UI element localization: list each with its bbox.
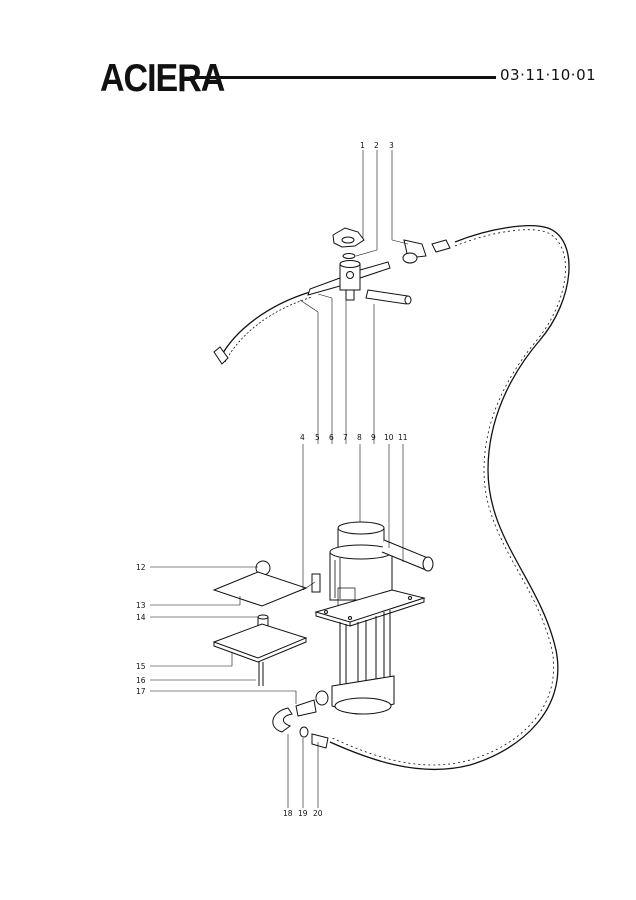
callout-16: 16 <box>136 676 146 685</box>
callout-10: 10 <box>384 433 394 442</box>
callout-19: 19 <box>298 809 308 818</box>
callout-9: 9 <box>371 433 376 442</box>
callout-11: 11 <box>398 433 408 442</box>
lower-fittings <box>272 699 329 749</box>
leader-lines <box>150 150 409 808</box>
nozzle-hose <box>213 291 313 365</box>
callout-6: 6 <box>329 433 334 442</box>
callout-15: 15 <box>136 662 146 671</box>
callout-13: 13 <box>136 601 146 610</box>
callout-1: 1 <box>360 141 365 150</box>
filter-plate-assembly <box>212 560 321 686</box>
callout-2: 2 <box>374 141 379 150</box>
return-hose <box>329 225 570 771</box>
callout-8: 8 <box>357 433 362 442</box>
header-rule <box>190 76 496 79</box>
callout-14: 14 <box>136 613 146 622</box>
callout-7: 7 <box>343 433 348 442</box>
valve-assembly <box>307 227 451 305</box>
pump-assembly <box>314 521 434 715</box>
callout-5: 5 <box>315 433 320 442</box>
callout-20: 20 <box>313 809 323 818</box>
callout-3: 3 <box>389 141 394 150</box>
callout-4: 4 <box>300 433 305 442</box>
document-number: 03·11·10·01 <box>500 66 597 84</box>
callout-12: 12 <box>136 563 146 572</box>
callout-17: 17 <box>136 687 146 696</box>
callout-18: 18 <box>283 809 293 818</box>
callout-labels: 1 2 3 4 5 6 7 8 9 10 11 12 13 14 15 16 1… <box>136 141 408 818</box>
